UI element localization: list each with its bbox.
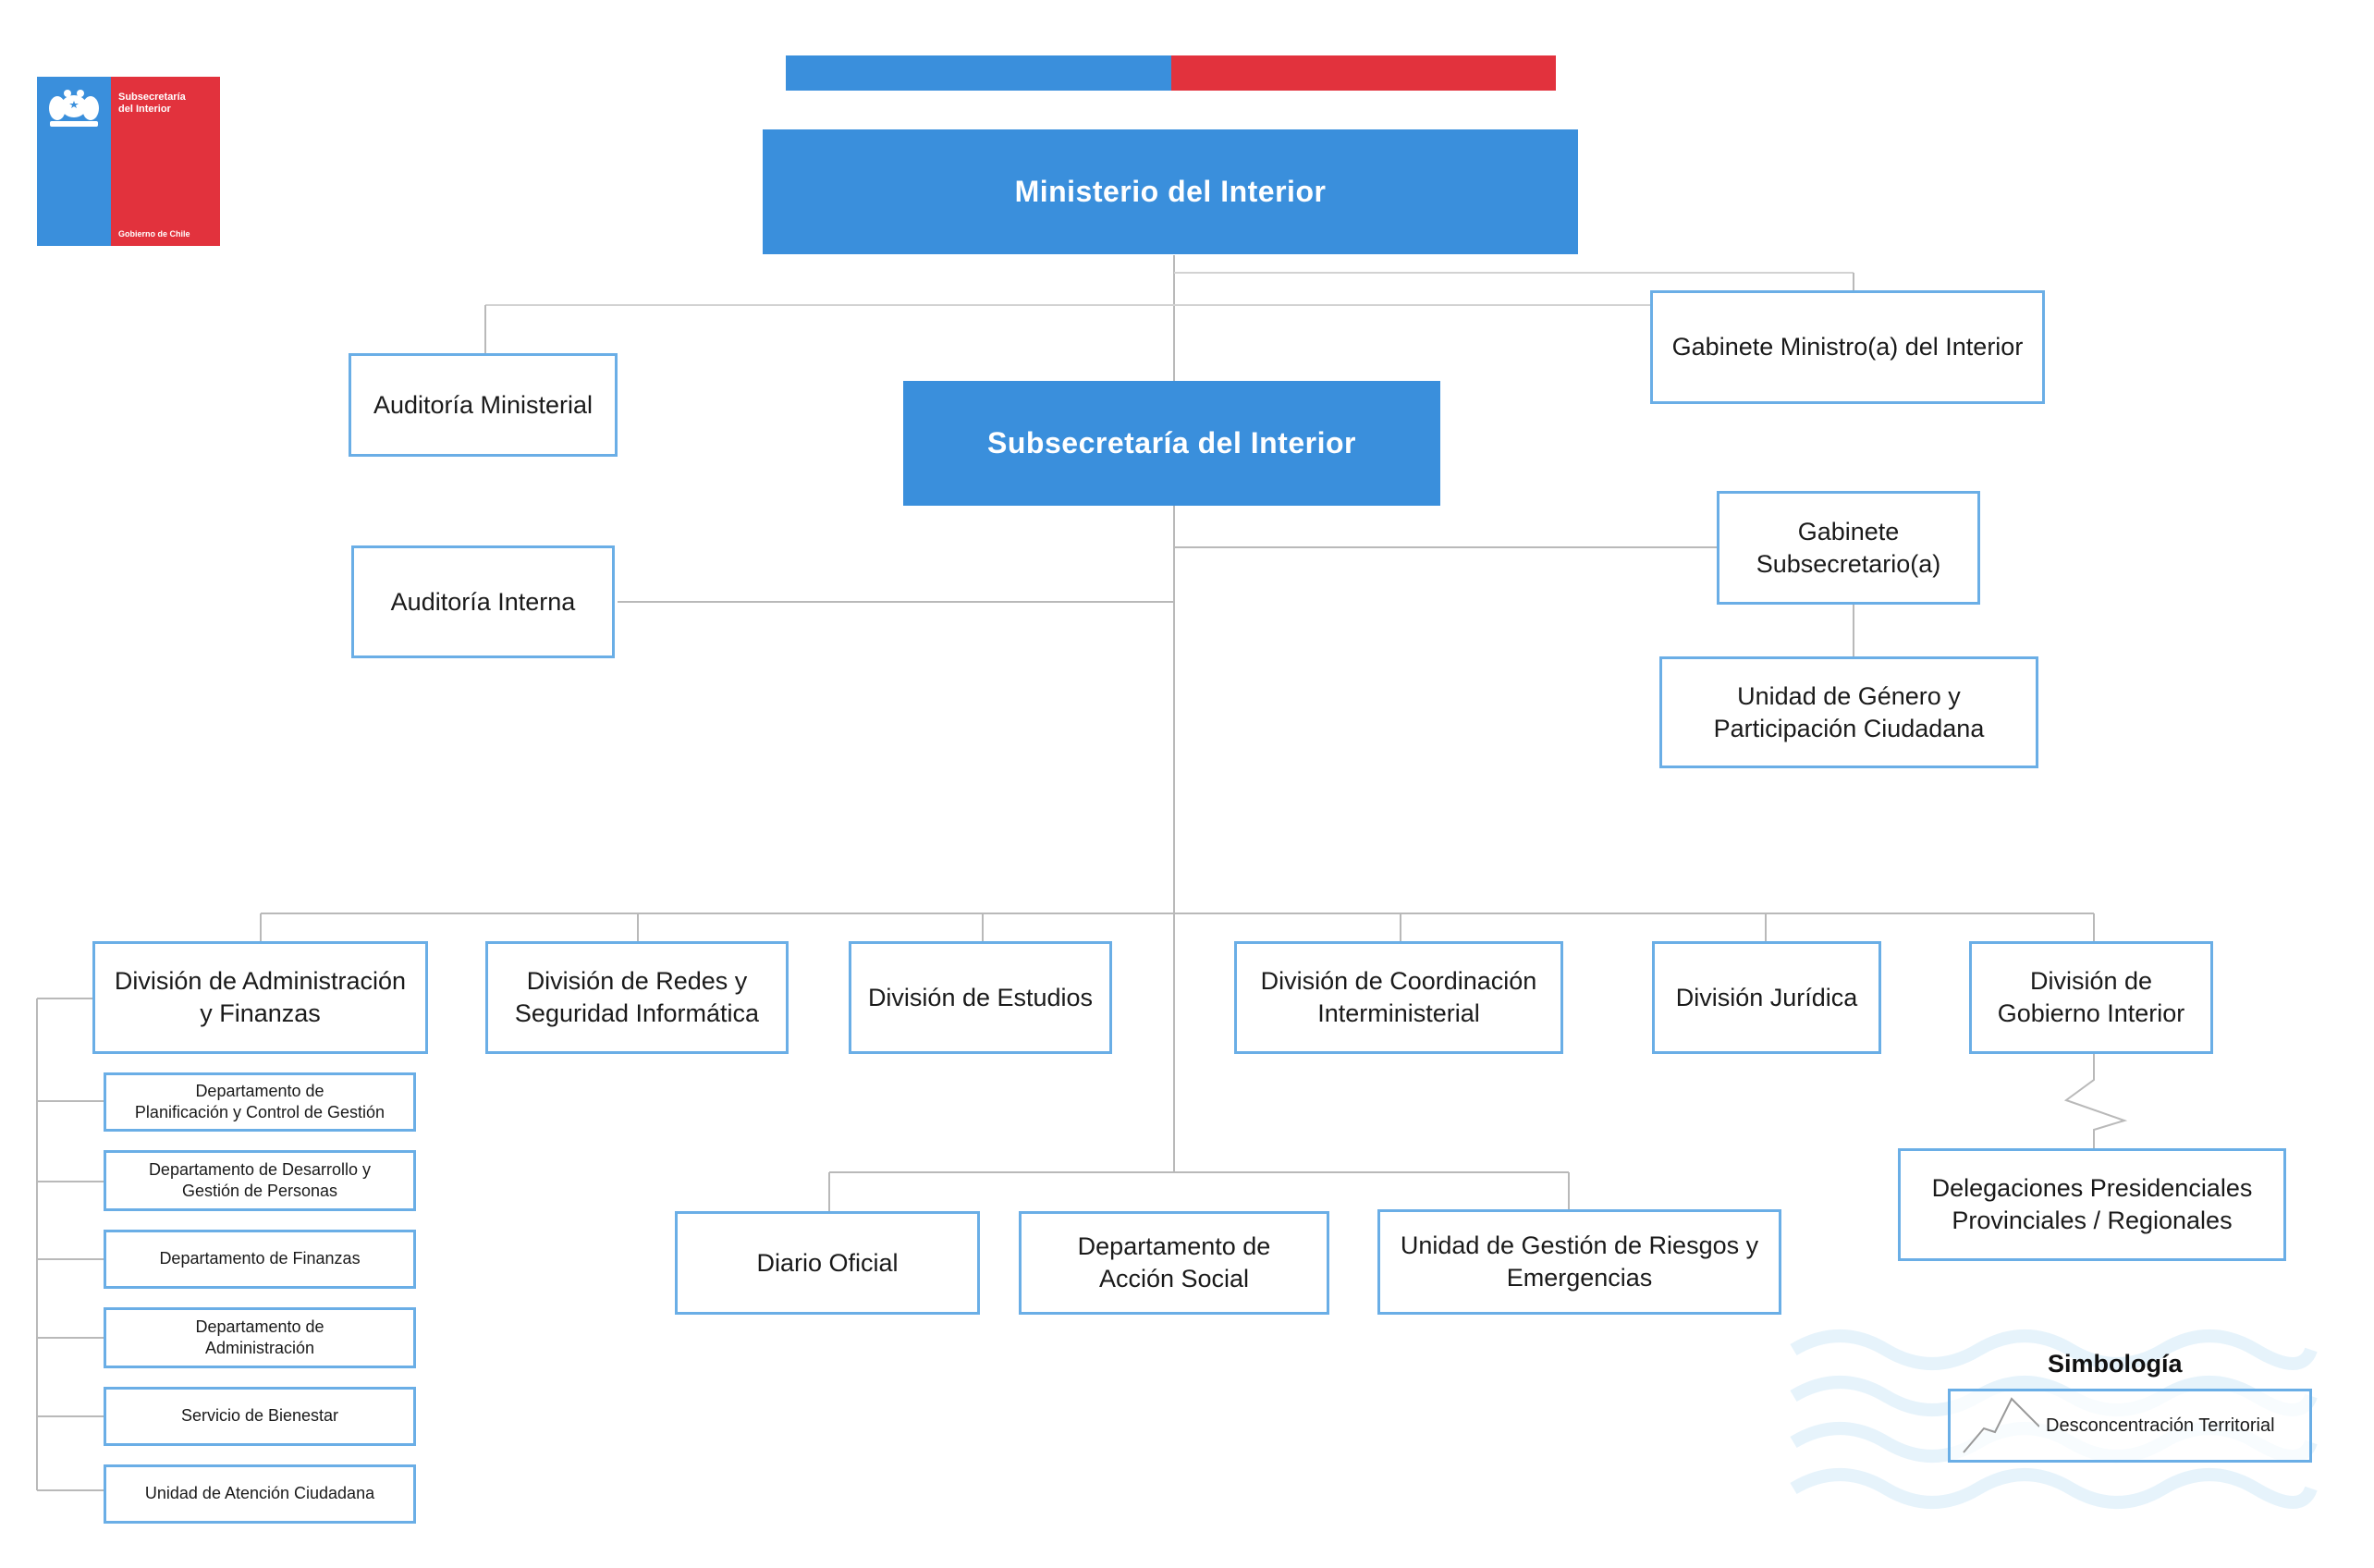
node-delegaciones: Delegaciones Presidenciales Provinciales… bbox=[1898, 1148, 2286, 1261]
servicio-bienestar: Servicio de Bienestar bbox=[104, 1387, 416, 1446]
top-color-bar-blue bbox=[786, 55, 1171, 91]
division-gobierno-interior: División de Gobierno Interior bbox=[1969, 941, 2213, 1054]
division-estudios: División de Estudios bbox=[849, 941, 1112, 1054]
logo-text: Subsecretaría del Interior bbox=[118, 92, 186, 116]
dept-finanzas: Departamento de Finanzas bbox=[104, 1230, 416, 1289]
division-juridica: División Jurídica bbox=[1652, 941, 1881, 1054]
node-gabinete-ministro: Gabinete Ministro(a) del Interior bbox=[1650, 290, 2045, 404]
dept-administracion: Departamento de Administración bbox=[104, 1307, 416, 1368]
node-unidad-genero: Unidad de Género y Participación Ciudada… bbox=[1659, 656, 2038, 768]
dept-desarrollo-personas: Departamento de Desarrollo y Gestión de … bbox=[104, 1150, 416, 1211]
unidad-atencion-ciudadana: Unidad de Atención Ciudadana bbox=[104, 1464, 416, 1524]
node-auditoria-ministerial: Auditoría Ministerial bbox=[349, 353, 618, 457]
node-gabinete-subsecretario: Gabinete Subsecretario(a) bbox=[1717, 491, 1980, 605]
top-color-bar-red bbox=[1170, 55, 1556, 91]
logo-red-panel: Subsecretaría del Interior Gobierno de C… bbox=[111, 77, 220, 246]
logo-blue-panel bbox=[37, 77, 111, 246]
legend-item-label: Desconcentración Territorial bbox=[2046, 1415, 2275, 1436]
unit-accion-social: Departamento de Acción Social bbox=[1019, 1211, 1329, 1315]
zigzag-line-icon bbox=[1963, 1397, 2039, 1453]
unit-diario-oficial: Diario Oficial bbox=[675, 1211, 980, 1315]
logo-footer: Gobierno de Chile bbox=[118, 229, 190, 239]
subsecretaria-logo: Subsecretaría del Interior Gobierno de C… bbox=[37, 77, 220, 246]
division-administracion-finanzas: División de Administración y Finanzas bbox=[92, 941, 428, 1054]
coat-of-arms-icon bbox=[49, 90, 99, 127]
legend-title: Simbología bbox=[2048, 1350, 2183, 1378]
top-color-bar bbox=[786, 55, 1556, 91]
dept-planificacion-control: Departamento de Planificación y Control … bbox=[104, 1072, 416, 1132]
logo-line1: Subsecretaría bbox=[118, 92, 186, 103]
node-ministerio: Ministerio del Interior bbox=[763, 129, 1578, 254]
node-auditoria-interna: Auditoría Interna bbox=[351, 545, 615, 658]
unit-gestion-riesgos: Unidad de Gestión de Riesgos y Emergenci… bbox=[1377, 1209, 1781, 1315]
logo-line2: del Interior bbox=[118, 104, 171, 116]
division-redes-seguridad: División de Redes y Seguridad Informátic… bbox=[485, 941, 789, 1054]
division-coordinacion-interministerial: División de Coordinación Interministeria… bbox=[1234, 941, 1563, 1054]
legend-box: Desconcentración Territorial bbox=[1948, 1389, 2312, 1463]
node-subsecretaria: Subsecretaría del Interior bbox=[903, 381, 1440, 506]
